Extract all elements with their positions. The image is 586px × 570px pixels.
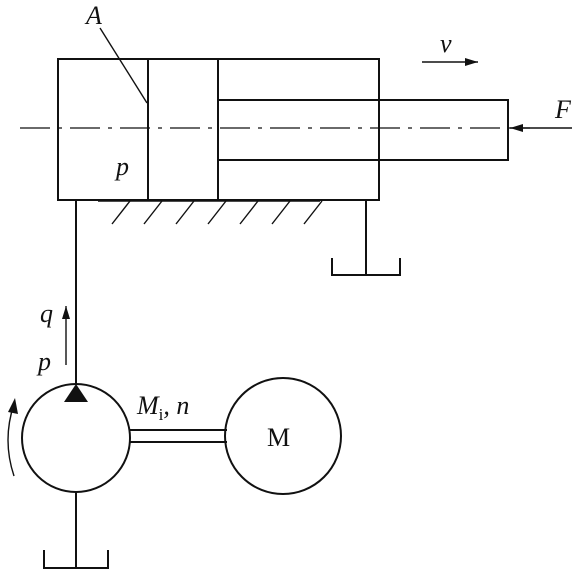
rotation-arrow-icon bbox=[7, 398, 18, 477]
motor-circle bbox=[224, 377, 342, 495]
pump-tank-icon bbox=[43, 492, 109, 569]
cylinder-tank-icon bbox=[331, 200, 401, 276]
motor-circle-icon: M bbox=[224, 377, 342, 495]
ground-hatch-icon bbox=[98, 200, 323, 225]
piston-rod bbox=[218, 99, 509, 161]
drive-shaft bbox=[130, 429, 227, 443]
label-cylinder-pressure: p bbox=[114, 152, 129, 181]
pump-triangle-icon bbox=[64, 384, 88, 402]
piston bbox=[147, 58, 219, 201]
label-line-pressure: p bbox=[36, 347, 51, 376]
label-area: A bbox=[84, 1, 102, 30]
cylinder bbox=[20, 58, 530, 201]
label-velocity: v bbox=[440, 29, 452, 58]
pump bbox=[21, 383, 131, 493]
label-force: F bbox=[554, 95, 572, 124]
label-flow: q bbox=[40, 299, 53, 328]
label-motor: M bbox=[267, 423, 290, 452]
area-leader-line bbox=[99, 27, 148, 104]
label-torque-speed: Mi, n bbox=[136, 391, 189, 424]
